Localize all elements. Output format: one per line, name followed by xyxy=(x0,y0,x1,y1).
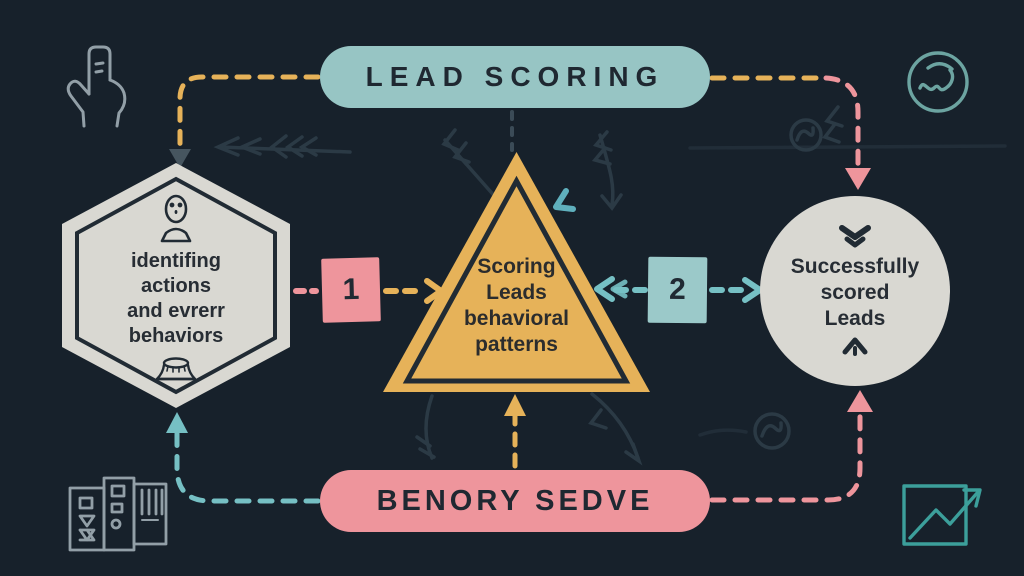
arrowhead-triangle-right xyxy=(594,276,615,302)
person-icon xyxy=(62,193,290,245)
arrowhead-circle-left xyxy=(742,277,763,303)
triangle-node: Scoring Leads behavioral patterns xyxy=(383,152,650,392)
growth-chart-icon xyxy=(896,464,988,554)
triangle-line: Leads xyxy=(486,281,547,304)
hexagon-line: actions xyxy=(140,275,212,297)
triangle-line: Scoring xyxy=(477,255,556,278)
connector-top-right-pink xyxy=(823,75,861,173)
hexagon-line: behaviors xyxy=(128,325,224,347)
double-chevron-down-icon xyxy=(836,224,874,250)
benory-sedve-banner: BENORY SEDVE xyxy=(320,470,710,532)
connector-top-left xyxy=(177,74,321,153)
chevron-up-icon xyxy=(840,336,870,358)
triangle-line: patterns xyxy=(475,333,558,356)
connector-bottom-left xyxy=(174,429,321,504)
circle-line: scored xyxy=(820,281,890,304)
hexagon-node: identifing actions and evrerr behaviors xyxy=(62,163,290,408)
circle-line: Successfully xyxy=(790,255,920,278)
step-1-badge: 1 xyxy=(321,257,381,323)
benory-sedve-label: BENORY SEDVE xyxy=(376,484,654,517)
circle-line: Leads xyxy=(824,307,886,330)
lead-scoring-label: LEAD SCORING xyxy=(365,61,665,92)
hexagon-text: identifing actions and evrerr behaviors xyxy=(62,249,290,349)
step-1-label: 1 xyxy=(342,272,360,307)
arrowhead-hexagon-top xyxy=(169,149,191,168)
arrowhead-triangle-right-2 xyxy=(610,279,628,299)
connector-bottom-right xyxy=(709,407,863,503)
documents-icon xyxy=(58,466,176,562)
background-doodle-arrows xyxy=(213,105,1007,466)
hexagon-line: identifing xyxy=(131,250,221,272)
circle-node: Successfully scored Leads xyxy=(760,196,950,386)
step-2-label: 2 xyxy=(668,272,687,307)
step-2-badge: 2 xyxy=(647,256,708,324)
arrowhead-circle-bottom xyxy=(847,390,873,412)
circle-scribble-icon xyxy=(900,44,980,124)
triangle-shape xyxy=(383,152,650,392)
bell-icon xyxy=(62,355,290,385)
arrowhead-hexagon-bottom xyxy=(166,412,188,433)
triangle-text: Scoring Leads behavioral patterns xyxy=(383,254,650,358)
hexagon-shape xyxy=(62,163,290,408)
triangle-line: behavioral xyxy=(463,307,570,330)
tap-hand-icon xyxy=(55,38,141,136)
hexagon-line: and evrerr xyxy=(127,300,225,322)
arrowhead-circle-top xyxy=(845,168,871,190)
teal-elbow-arrow-icon xyxy=(553,188,576,212)
lead-scoring-banner: LEAD SCORING xyxy=(320,46,710,108)
circle-text: Successfully scored Leads xyxy=(791,254,919,332)
arrowhead-triangle-bottom xyxy=(504,394,526,416)
